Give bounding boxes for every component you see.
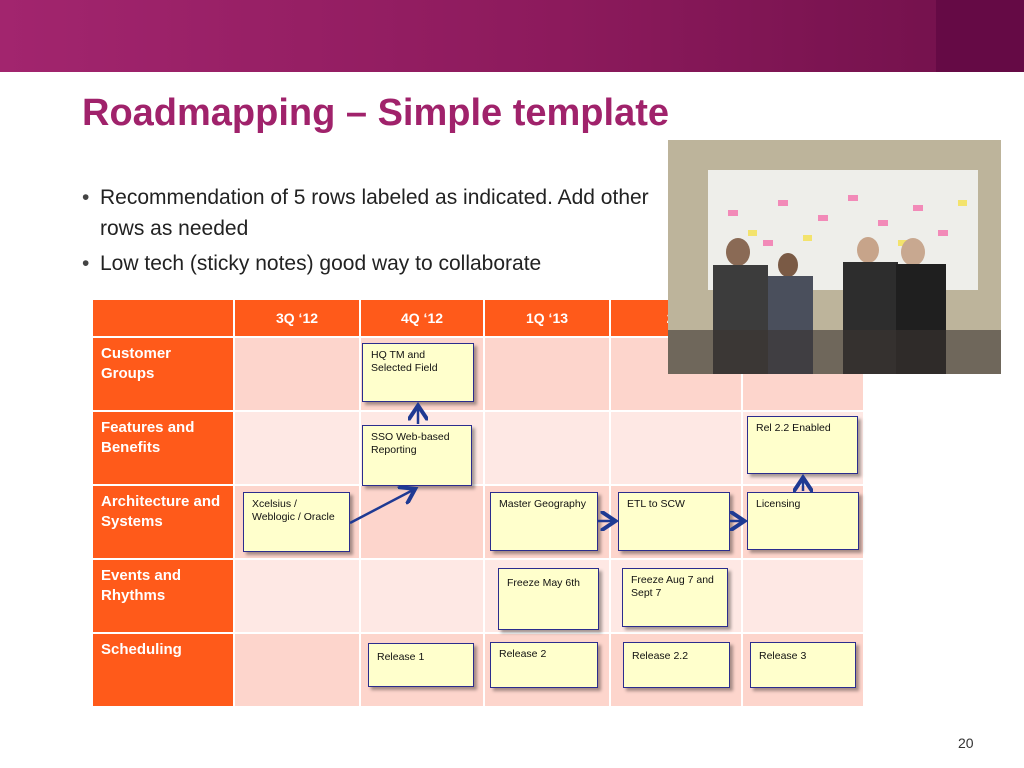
table-cell [483, 410, 611, 486]
sticky-note-release22: Release 2.2 [623, 642, 730, 688]
slide-header-bar [0, 0, 1024, 72]
sticky-note-freeze-may: Freeze May 6th [498, 568, 599, 630]
sticky-note-hq-tm: HQ TM and Selected Field [362, 343, 474, 402]
sticky-note-rel22-enabled: Rel 2.2 Enabled [747, 416, 858, 474]
header-accent-block [936, 0, 1024, 72]
table-row: Events and Rhythms [91, 558, 865, 634]
sticky-note-xcelsius: Xcelsius / Weblogic / Oracle [243, 492, 350, 552]
page-number: 20 [958, 735, 974, 751]
sticky-note-freeze-aug: Freeze Aug 7 and Sept 7 [622, 568, 728, 627]
column-header: 3Q ‘12 [233, 298, 361, 338]
table-cell [233, 410, 361, 486]
table-cell [741, 558, 865, 634]
sticky-note-etl: ETL to SCW [618, 492, 730, 551]
sticky-note-release3: Release 3 [750, 642, 856, 688]
table-cell [233, 336, 361, 412]
sticky-note-sso: SSO Web-based Reporting [362, 425, 472, 486]
row-label: Events and Rhythms [91, 558, 235, 634]
table-cell [233, 632, 361, 708]
sticky-note-master-geography: Master Geography [490, 492, 598, 551]
table-cell [359, 558, 485, 634]
bullet-list: Recommendation of 5 rows labeled as indi… [82, 182, 672, 283]
table-cell [233, 558, 361, 634]
column-header: 1Q ‘13 [483, 298, 611, 338]
column-header [91, 298, 235, 338]
row-label: Architecture and Systems [91, 484, 235, 560]
table-cell [359, 484, 485, 560]
table-row: Scheduling [91, 632, 865, 708]
table-cell [609, 410, 743, 486]
sticky-note-licensing: Licensing [747, 492, 859, 550]
bullet-item: Recommendation of 5 rows labeled as indi… [82, 182, 672, 244]
sticky-note-release2: Release 2 [490, 642, 598, 688]
column-header: 4Q ‘12 [359, 298, 485, 338]
table-cell [483, 336, 611, 412]
row-label: Scheduling [91, 632, 235, 708]
team-photo-icon [668, 140, 1001, 374]
row-label: Customer Groups [91, 336, 235, 412]
row-label: Features and Benefits [91, 410, 235, 486]
slide-title: Roadmapping – Simple template [82, 92, 669, 134]
bullet-item: Low tech (sticky notes) good way to coll… [82, 248, 672, 279]
sticky-note-release1: Release 1 [368, 643, 474, 687]
